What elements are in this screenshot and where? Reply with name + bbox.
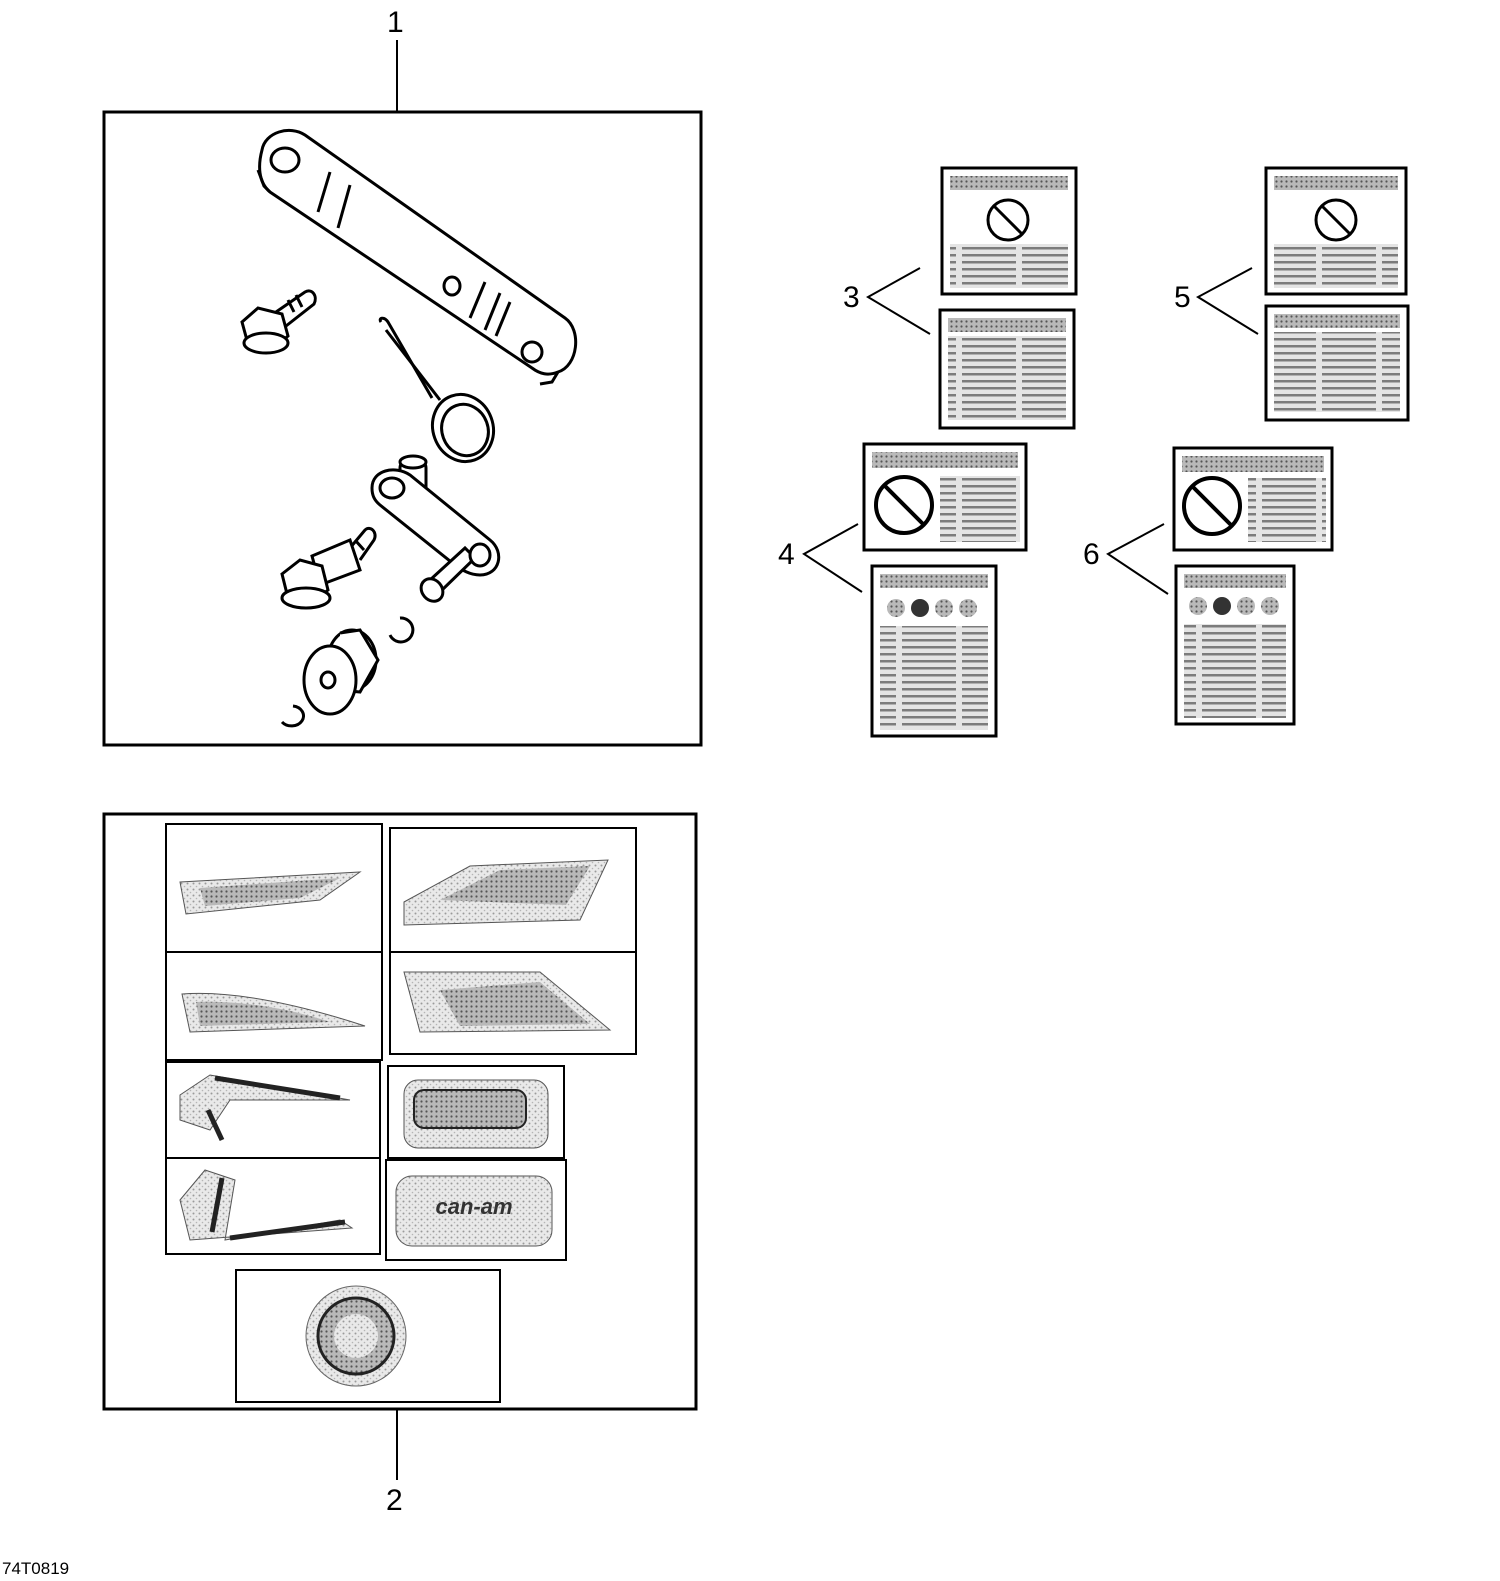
circlip-upper <box>388 616 415 644</box>
callout-6: 6 <box>1083 538 1100 571</box>
roller-wheel <box>302 628 380 716</box>
callout-3: 3 <box>843 281 860 314</box>
bracket-plate <box>256 129 578 386</box>
shoulder-bolt-lower <box>280 526 377 610</box>
warning-label-set-4 <box>862 442 1028 738</box>
warning-label-set-6 <box>1172 446 1334 726</box>
spring-clip <box>378 316 495 464</box>
callout-4: 4 <box>778 538 795 571</box>
warning-label-set-3 <box>938 166 1078 430</box>
leader-line-6 <box>1106 523 1169 595</box>
figure-code: 74T0819 <box>2 1559 70 1578</box>
callout-2: 2 <box>386 1484 403 1517</box>
leader-line-4 <box>802 523 863 593</box>
decal-box-2: can-am <box>102 812 698 1480</box>
kit-box-1 <box>102 40 703 747</box>
leader-lines-labels <box>802 267 1259 595</box>
leader-line-3 <box>865 267 931 335</box>
decal-canam-text: can-am <box>435 1194 512 1219</box>
callout-1: 1 <box>387 6 404 39</box>
leader-line-5 <box>1195 267 1259 335</box>
circlip-lower <box>280 704 306 728</box>
warning-label-set-5 <box>1264 166 1410 422</box>
flange-bolt-upper <box>240 289 317 355</box>
link-arm <box>370 454 501 603</box>
callout-5: 5 <box>1174 281 1191 314</box>
